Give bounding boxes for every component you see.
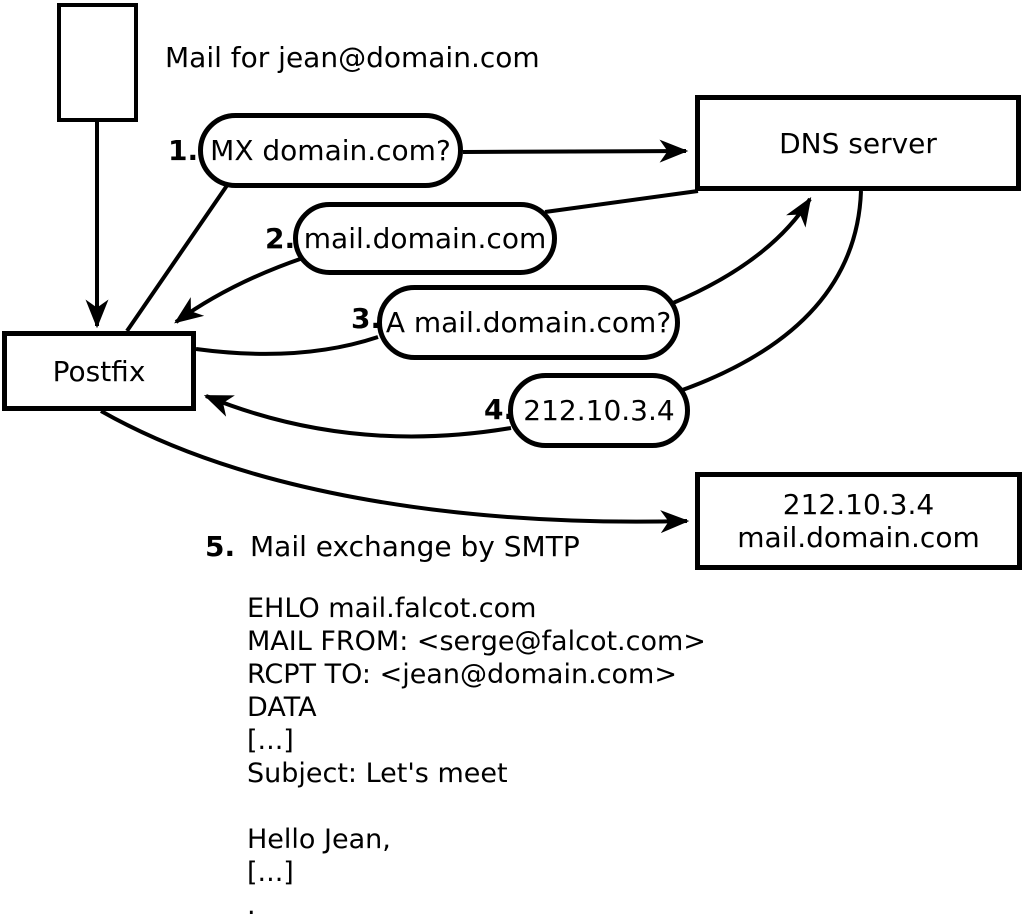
mail-server-hostname: mail.domain.com bbox=[737, 521, 980, 554]
dns-server-node: DNS server bbox=[695, 95, 1021, 191]
step-2-number: 2. bbox=[265, 222, 296, 255]
step-4-answer-text: 212.10.3.4 bbox=[523, 394, 675, 427]
arrow-query3-to-dns bbox=[672, 197, 812, 305]
step-4-number: 4. bbox=[484, 393, 515, 426]
mail-server-ip: 212.10.3.4 bbox=[782, 488, 935, 521]
step-2-answer-bubble: mail.domain.com bbox=[293, 202, 557, 275]
postfix-node: Postfix bbox=[2, 331, 196, 411]
step-4-answer-bubble: 212.10.3.4 bbox=[508, 373, 690, 448]
smtp-transcript: EHLO mail.falcot.com MAIL FROM: <serge@f… bbox=[247, 593, 706, 919]
mail-server-node: 212.10.3.4 mail.domain.com bbox=[695, 472, 1022, 570]
step-5-number: 5. bbox=[205, 530, 236, 563]
line-dns-to-answer4 bbox=[673, 190, 863, 395]
diagram-title: Mail for jean@domain.com bbox=[165, 41, 540, 74]
line-postfix-to-query1 bbox=[125, 182, 230, 333]
mail-message-icon bbox=[57, 3, 138, 122]
step-3-query-text: A mail.domain.com? bbox=[385, 306, 672, 339]
arrow-query1-to-dns bbox=[462, 139, 689, 163]
step-2-answer-text: mail.domain.com bbox=[303, 222, 547, 255]
step-1-number: 1. bbox=[168, 134, 199, 167]
dns-server-label: DNS server bbox=[779, 126, 937, 160]
step-3-query-bubble: A mail.domain.com? bbox=[377, 285, 680, 360]
arrow-answer2-to-postfix bbox=[174, 256, 304, 324]
line-postfix-to-query3 bbox=[195, 335, 379, 356]
postfix-label: Postfix bbox=[52, 354, 146, 388]
step-5-label: Mail exchange by SMTP bbox=[250, 530, 580, 563]
arrow-postfix-to-mailserver-smtp bbox=[100, 409, 690, 534]
step-1-query-bubble: MX domain.com? bbox=[198, 113, 463, 188]
step-1-query-text: MX domain.com? bbox=[210, 134, 451, 167]
step-3-number: 3. bbox=[351, 302, 382, 335]
line-dns-to-answer2 bbox=[544, 189, 699, 214]
arrow-answer4-to-postfix bbox=[203, 394, 512, 439]
